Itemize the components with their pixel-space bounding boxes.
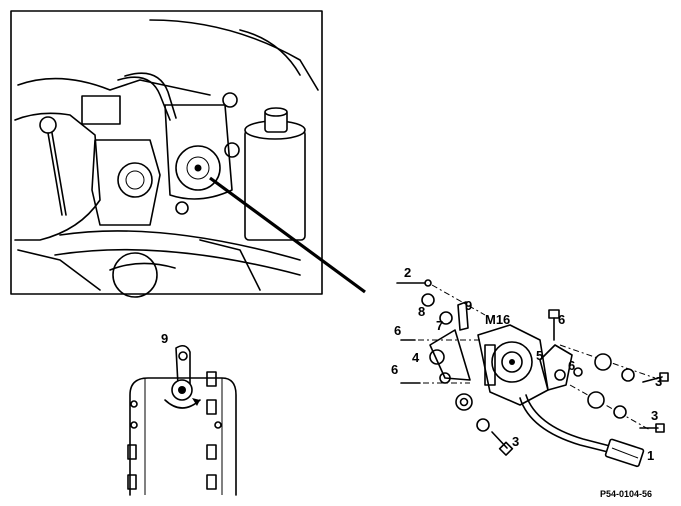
engine-bay-inset (10, 10, 323, 298)
callout-6-right: 6 (568, 358, 575, 373)
callout-1: 1 (647, 448, 654, 463)
callout-labels: 2 8 9 M16 6 7 6 4 6 5 6 3 3 3 1 9 P54-01… (161, 265, 662, 499)
callout-6-left-upper: 6 (394, 323, 401, 338)
leader-line (209, 176, 366, 294)
callout-2: 2 (404, 265, 411, 280)
callout-6-top: 6 (558, 312, 565, 327)
callout-4: 4 (412, 350, 420, 365)
callout-3-upper: 3 (655, 374, 662, 389)
callout-7: 7 (436, 318, 443, 333)
callout-3-lower: 3 (512, 434, 519, 449)
exploded-view (396, 279, 669, 468)
callout-5: 5 (536, 348, 543, 363)
lever-detail-view (127, 344, 237, 496)
callout-m16: M16 (485, 312, 510, 327)
reference-code: P54-0104-56 (600, 489, 652, 499)
callout-3-middle: 3 (651, 408, 658, 423)
callout-9-detail: 9 (161, 331, 168, 346)
callout-9: 9 (465, 298, 472, 313)
callout-8: 8 (418, 304, 425, 319)
callout-6-left-lower: 6 (391, 362, 398, 377)
